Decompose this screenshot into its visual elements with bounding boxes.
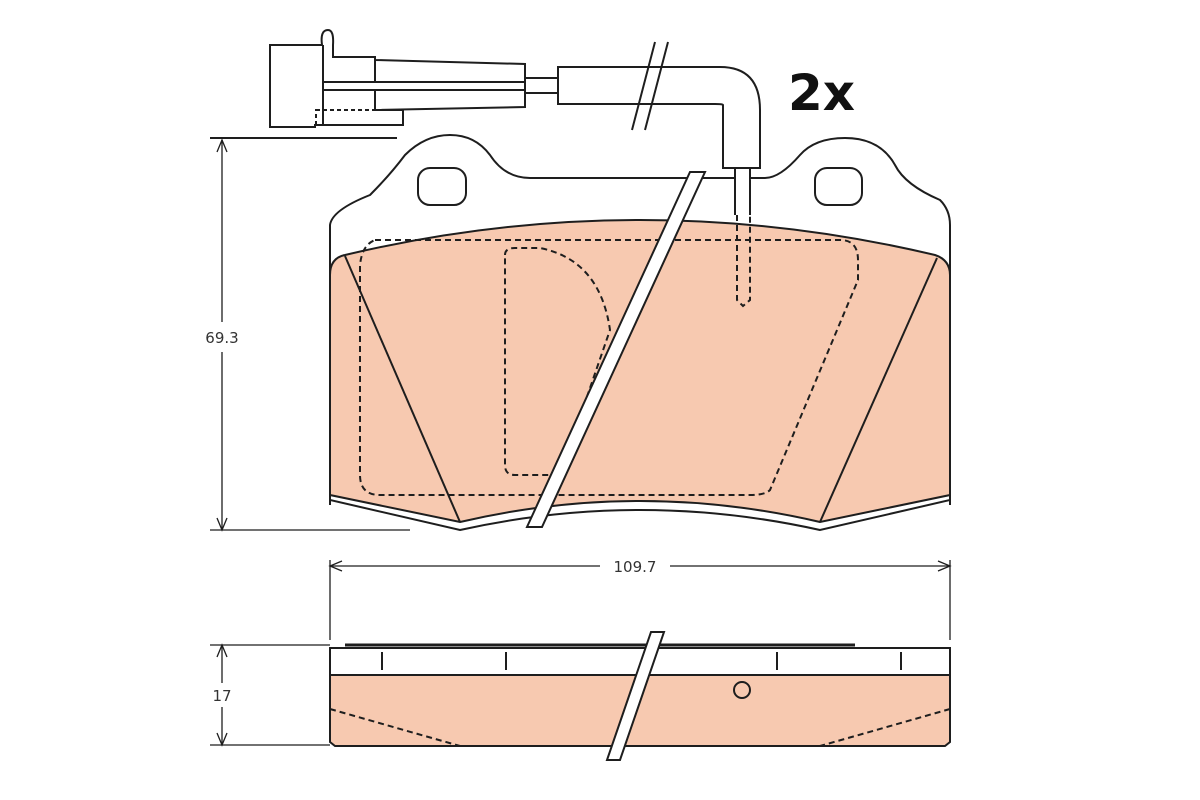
- wear-sensor-connector: [210, 28, 526, 139]
- width-label: 109.7: [614, 558, 657, 576]
- side-view: [329, 631, 951, 761]
- mounting-hole-left: [417, 167, 467, 206]
- chamfer-right: [819, 257, 938, 523]
- chamfer-left: [344, 255, 461, 523]
- backing-plate: [329, 133, 951, 505]
- friction-material: [329, 219, 951, 524]
- mounting-hole-right: [814, 167, 863, 206]
- break-mark: [525, 171, 707, 528]
- sensor-wire: [525, 41, 761, 215]
- thickness-dimension: [210, 643, 330, 747]
- quantity-label: 2x: [788, 64, 855, 122]
- hidden-outlines: [359, 215, 859, 496]
- thickness-label: 17: [212, 687, 231, 705]
- height-label: 69.3: [205, 329, 238, 347]
